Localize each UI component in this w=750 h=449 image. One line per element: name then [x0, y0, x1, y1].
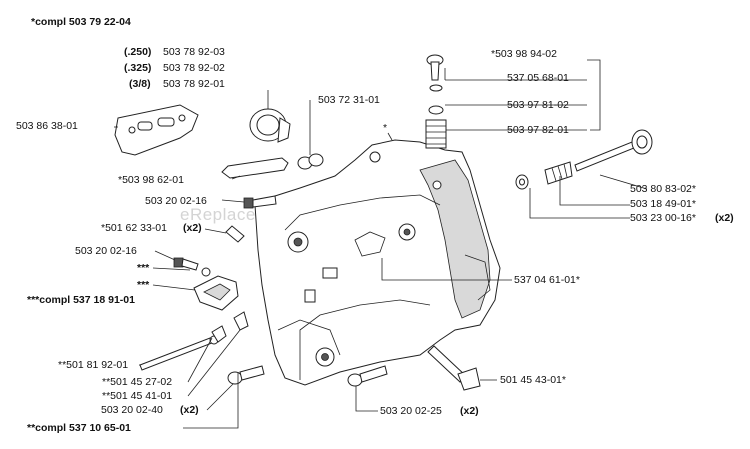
leader-lines: [114, 59, 648, 429]
label-ast3-b: ***: [137, 279, 150, 291]
spring-part: [544, 161, 573, 185]
label-compl-537106501: **compl 537 10 65-01: [27, 422, 131, 434]
pin-part: [225, 225, 245, 243]
hose-part: [221, 157, 289, 179]
label-501452702: **501 45 27-02: [102, 376, 172, 388]
label-503200225: 503 20 02-25: [380, 405, 442, 417]
callout-labels: *compl 503 79 22-04 (.250) 503 78 92-03 …: [16, 16, 734, 434]
label-compl-537189101: ***compl 537 18 91-01: [27, 294, 135, 306]
label-537056801: 537 05 68-01: [507, 72, 569, 84]
label-x2-a: (x2): [183, 222, 202, 234]
label-503789201: 503 78 92-01: [163, 78, 225, 90]
valve-stack: [425, 54, 447, 149]
label-503200240: 503 20 02-40: [101, 404, 163, 416]
label-250-prefix: (.250): [124, 46, 151, 58]
label-x2-c: (x2): [180, 404, 199, 416]
washer-part: [515, 174, 529, 190]
adjuster-screw: [139, 311, 249, 371]
chain-guide-plate: [114, 104, 199, 156]
label-503789202: 503 78 92-02: [163, 62, 225, 74]
label-501454101: **501 45 41-01: [102, 390, 172, 402]
tensioner-pin: [427, 345, 481, 391]
label-asterisk-top: *: [383, 122, 387, 134]
label-503200216-upper: 503 20 02-16: [145, 195, 207, 207]
pump-shaft: [574, 129, 653, 172]
label-503200216-lower: 503 20 02-16: [75, 245, 137, 257]
bushing-pair: [297, 153, 324, 170]
label-325-prefix: (.325): [124, 62, 151, 74]
label-503989402: *503 98 94-02: [491, 48, 557, 60]
bolt-upper: [243, 195, 277, 209]
screw-503200240: [227, 365, 265, 385]
label-x2-d: (x2): [460, 405, 479, 417]
oil-pump-plug: [249, 108, 291, 143]
label-501623301: *501 62 33-01: [101, 222, 167, 234]
label-503789203: 503 78 92-03: [163, 46, 225, 58]
label-501454301: 501 45 43-01*: [500, 374, 566, 386]
label-503184901: 503 18 49-01*: [630, 198, 696, 210]
label-503723101: 503 72 31-01: [318, 94, 380, 106]
label-503978201: 503 97 82-01: [507, 124, 569, 136]
label-503986201: *503 98 62-01: [118, 174, 184, 186]
label-ast3-a: ***: [137, 262, 150, 274]
label-x2-b: (x2): [715, 212, 734, 224]
label-503978102: 503 97 81-02: [507, 99, 569, 111]
bracket-part: [193, 275, 239, 311]
label-503230016: 503 23 00-16*: [630, 212, 696, 224]
label-38-prefix: (3/8): [129, 78, 151, 90]
label-501819201: **501 81 92-01: [58, 359, 128, 371]
label-503863801: 503 86 38-01: [16, 120, 78, 132]
bolt-lower-left: [173, 257, 211, 277]
label-503808302: 503 80 83-02*: [630, 183, 696, 195]
screw-503200225: [347, 365, 388, 387]
label-537046101: 537 04 61-01*: [514, 274, 580, 286]
crankcase-housing: [254, 139, 501, 386]
label-compl-503792204: *compl 503 79 22-04: [31, 16, 131, 28]
